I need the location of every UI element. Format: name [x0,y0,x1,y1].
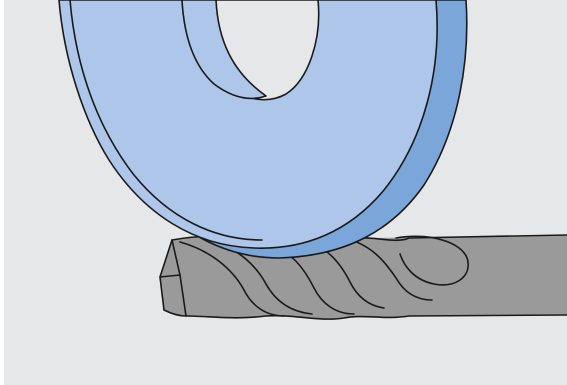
drill-grinding-illustration [4,0,567,385]
illustration-panel [4,0,567,385]
